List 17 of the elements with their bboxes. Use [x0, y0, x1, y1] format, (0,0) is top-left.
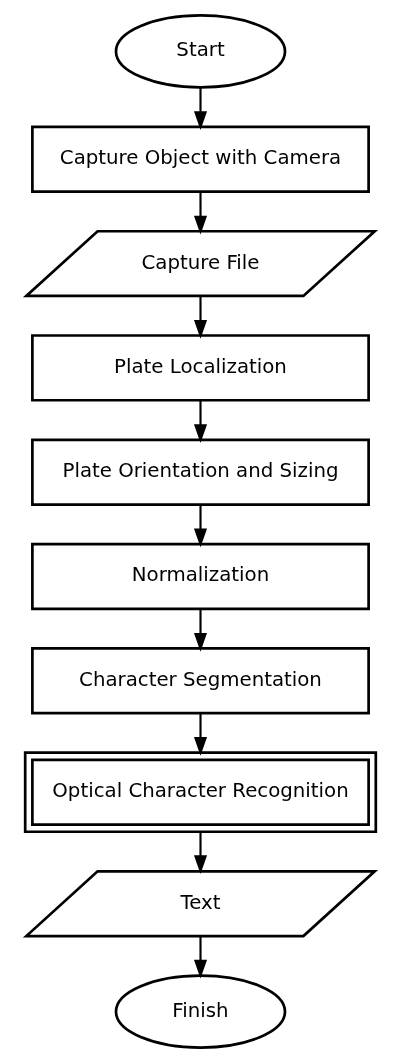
node-box: Normalization — [30, 542, 370, 611]
node-box: Character Segmentation — [30, 647, 370, 715]
arrow — [193, 87, 207, 131]
node-ellipse: Start — [114, 14, 286, 89]
node-box: Optical Character Recognition — [23, 751, 377, 834]
node-box: Plate Localization — [30, 334, 370, 402]
arrow — [193, 400, 207, 444]
arrow — [193, 713, 207, 756]
arrow — [193, 832, 207, 875]
node-box: Plate Orientation and Sizing — [30, 438, 370, 506]
arrow — [193, 191, 207, 235]
node-ellipse: Finish — [114, 974, 286, 1049]
arrow — [193, 296, 207, 339]
arrow — [193, 504, 207, 548]
arrow — [193, 936, 207, 979]
node-box: Capture Object with Camera — [30, 125, 370, 193]
arrow — [193, 609, 207, 652]
